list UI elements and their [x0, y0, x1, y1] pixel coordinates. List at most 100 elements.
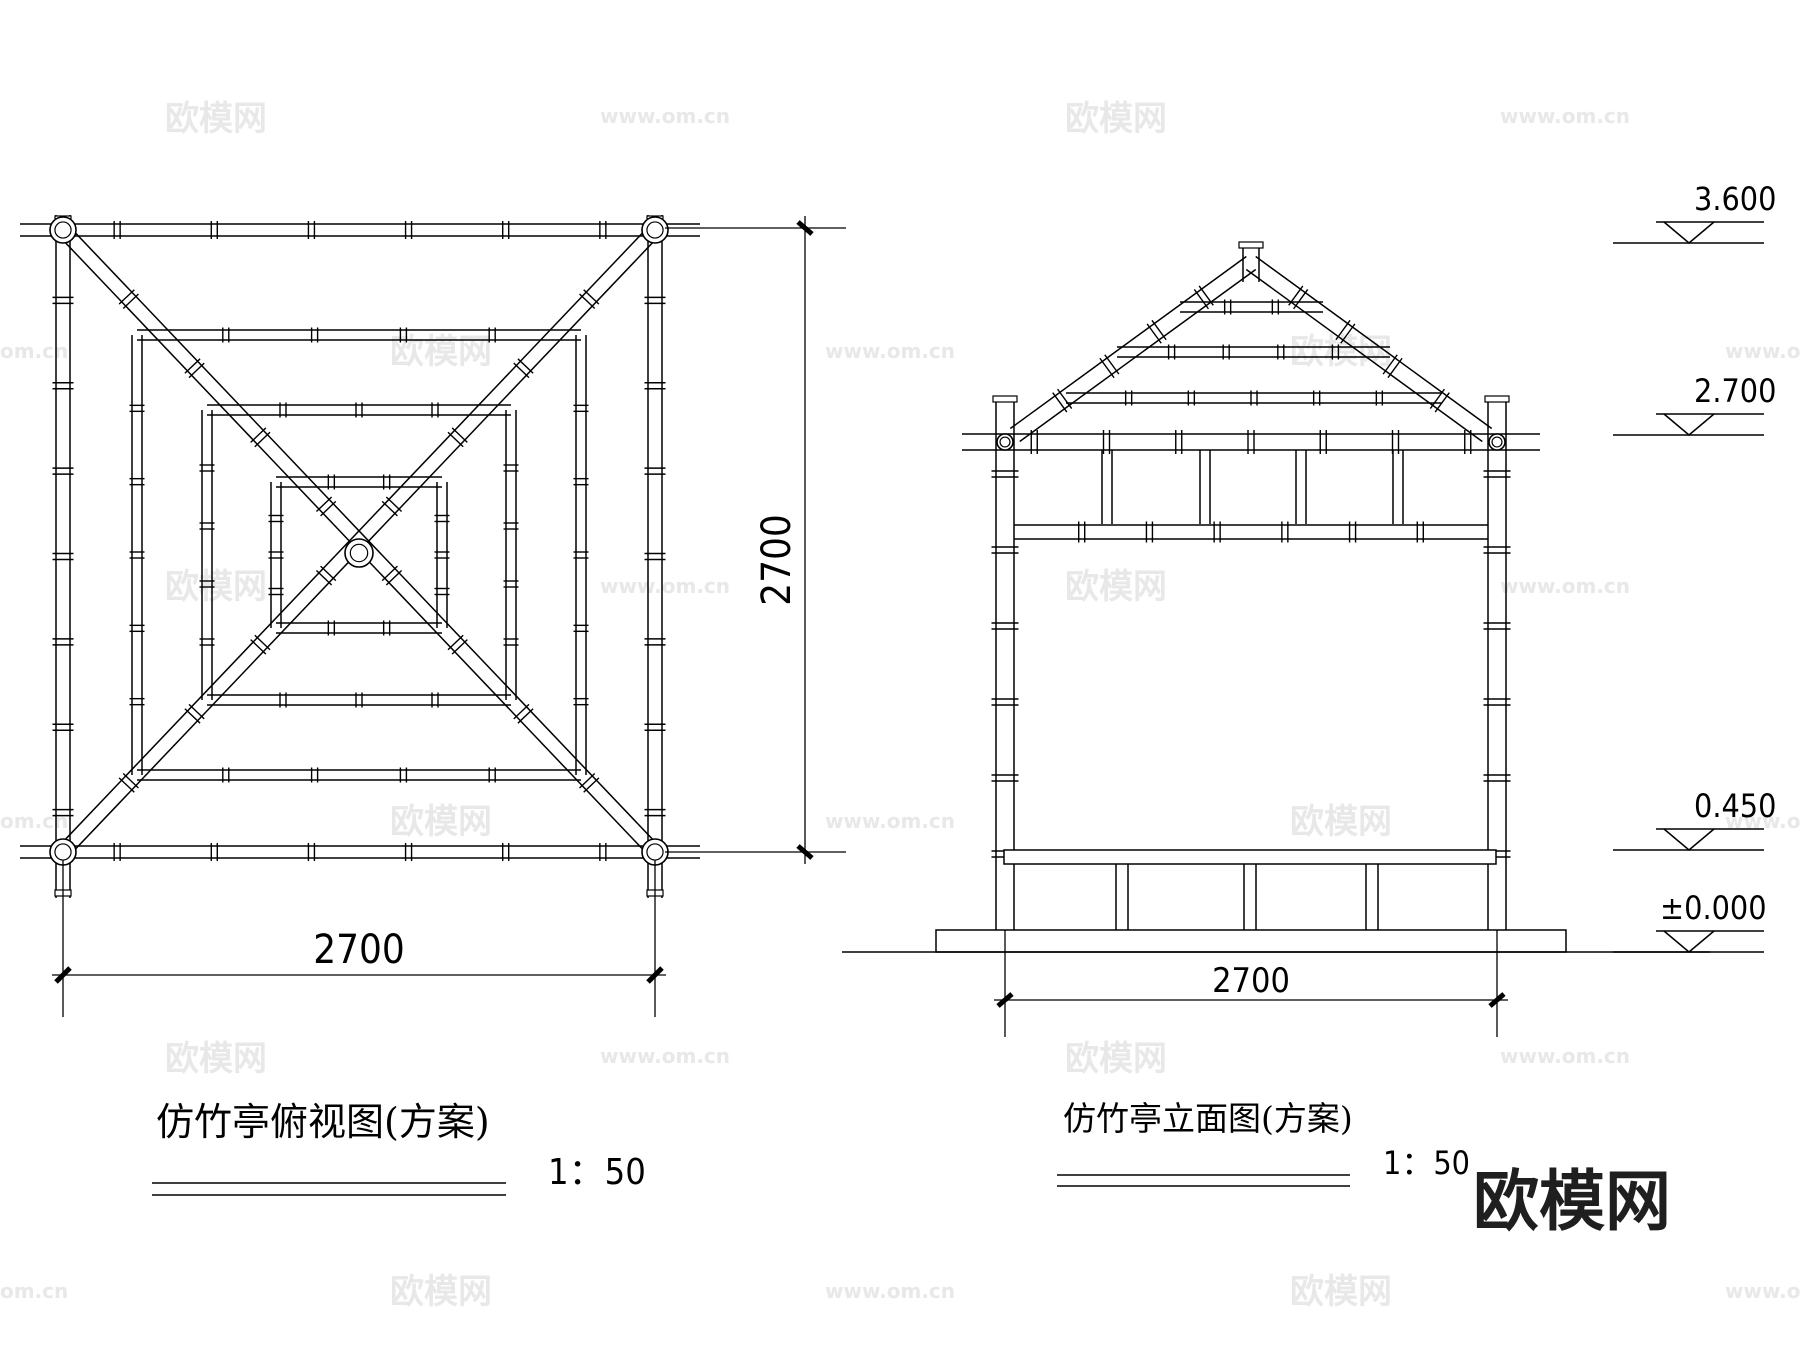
bamboo-node [315, 569, 333, 586]
seat-bench [1003, 849, 1497, 865]
bamboo-node [254, 431, 271, 448]
plan-purlin [434, 482, 450, 628]
watermark-url: www.om.cn [600, 1044, 730, 1068]
elevation-hanging-post [1101, 450, 1113, 524]
bamboo-node [184, 708, 201, 724]
apex-joint [344, 538, 374, 568]
plan-purlin [276, 474, 442, 490]
plan-purlin [199, 410, 215, 700]
bamboo-node [447, 431, 464, 448]
bamboo-node [579, 293, 596, 310]
watermark-url: om.cn [0, 1279, 68, 1303]
watermark-url: om.cn [0, 339, 68, 363]
bamboo-node [513, 703, 530, 720]
watermark-url: om.cn [0, 809, 68, 833]
plan-dimension-vertical: 2700 [665, 216, 846, 864]
bamboo-node [1292, 289, 1309, 310]
plan-bamboo-frame [20, 215, 700, 898]
plan-view-scale: 1：50 [548, 1152, 646, 1193]
elevation-view-title: 仿竹亭立面图(方案) [1063, 1099, 1353, 1138]
joint-inner [1491, 436, 1503, 448]
watermark-brand: 欧模网 [1065, 99, 1167, 139]
bamboo-node [517, 708, 534, 724]
level-marker: 2.700 [1613, 372, 1776, 436]
plan-purlin [137, 327, 581, 343]
eave-joint [1488, 433, 1506, 451]
watermark-url: www.om.cn [825, 339, 955, 363]
elevation-view: 2700 3.600 2.700 0.450 ±0.000 仿竹亭立面图(方案) [842, 180, 1776, 1187]
bamboo-node [451, 639, 468, 655]
bamboo-node [1340, 323, 1356, 344]
corner-joint [641, 216, 669, 244]
plan-dim-width-label: 2700 [313, 927, 405, 973]
post-cap [1484, 395, 1510, 403]
bamboo-edge [1245, 268, 1483, 443]
bamboo-node [250, 639, 267, 655]
plan-purlin [137, 767, 581, 783]
bamboo-edge [57, 224, 651, 848]
bamboo-node [447, 634, 464, 651]
watermark-url: www.om.cn [1725, 1279, 1800, 1303]
bamboo-node [184, 358, 201, 374]
bamboo-node [118, 289, 135, 305]
watermark-url: www.om.cn [1500, 104, 1630, 128]
watermark-url: www.om.cn [600, 104, 730, 128]
bamboo-node [1193, 289, 1210, 310]
watermark-url: www.om.cn [1500, 1044, 1630, 1068]
elevation-lintel-beam [1014, 521, 1488, 543]
elevation-ground [842, 929, 1710, 953]
bamboo-node [1429, 388, 1446, 409]
bamboo-node [1387, 357, 1403, 379]
elevation-dimension: 2700 [994, 930, 1508, 1037]
bamboo-node [513, 362, 530, 379]
bamboo-node [381, 565, 398, 582]
bamboo-node [188, 703, 205, 720]
plan-purlin [503, 410, 519, 700]
plan-purlin [207, 402, 511, 418]
watermark-layer: 欧模网 www.om.cn 欧模网 www.om.cn om.cn 欧模网 ww… [0, 99, 1800, 1312]
elevation-roof-purlin [1117, 344, 1390, 360]
joint-inner [54, 221, 72, 239]
elevation-eave-beam [962, 430, 1540, 454]
bamboo-node [1056, 388, 1073, 409]
level-label-2700: 2.700 [1694, 372, 1776, 410]
elevation-hanging-post [1199, 450, 1211, 524]
elevation-hanging-post [1392, 450, 1404, 524]
watermark-url: www.om.cn [600, 574, 730, 598]
elevation-dim-width-label: 2700 [1212, 961, 1290, 1001]
watermark-url: www.om.cn [1500, 574, 1630, 598]
bamboo-node [583, 289, 600, 305]
bamboo-node [118, 777, 135, 793]
watermark-brand: 欧模网 [390, 802, 492, 842]
watermark-url: www.om.cn [825, 1279, 955, 1303]
bamboo-node [122, 772, 139, 789]
bamboo-node [122, 293, 139, 310]
level-label-0000: ±0.000 [1660, 889, 1767, 927]
elevation-hanging-post [1295, 450, 1307, 524]
bamboo-node [1099, 357, 1115, 379]
plan-purlin [129, 335, 145, 775]
bamboo-node [385, 569, 403, 586]
bamboo-node [1434, 392, 1450, 413]
plan-post-right [644, 215, 666, 898]
watermark-url: www.om.cn [1725, 339, 1800, 363]
bamboo-node [1052, 392, 1068, 413]
bamboo-node [385, 496, 403, 513]
elevation-roof-rafter [1009, 255, 1257, 443]
watermark-brand: 欧模网 [390, 1272, 492, 1312]
plan-purlin [207, 692, 511, 708]
eave-joint [996, 433, 1014, 451]
bamboo-node [451, 427, 468, 443]
bamboo-node [1151, 319, 1167, 341]
bamboo-edge [1019, 268, 1257, 443]
watermark-brand: 欧模网 [1065, 567, 1167, 607]
elevation-roof-purlin [1066, 390, 1442, 406]
bamboo-edge [67, 224, 661, 848]
joint-inner [999, 436, 1011, 448]
bamboo-node [583, 777, 600, 793]
bamboo-edge [1009, 255, 1247, 430]
plan-purlin [268, 482, 284, 628]
watermark-brand: 欧模网 [165, 1039, 267, 1079]
plan-view: 2700 2700 仿竹亭俯视图(方案) 1：50 [20, 215, 846, 1196]
